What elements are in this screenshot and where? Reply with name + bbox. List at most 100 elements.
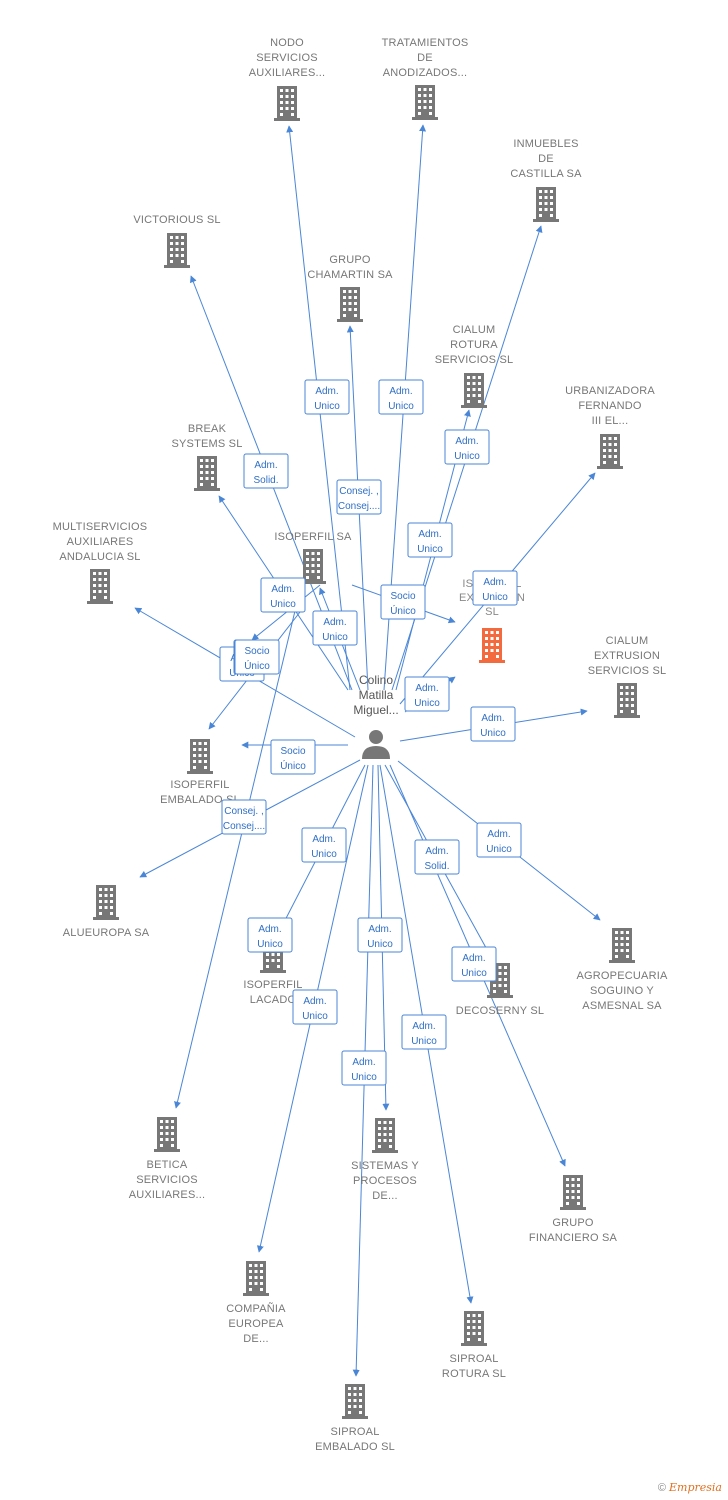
edge-label-box[interactable] <box>401 1014 447 1050</box>
building-icon[interactable] <box>187 739 213 774</box>
building-icon[interactable] <box>372 1118 398 1153</box>
company-label[interactable]: AGROPECUARIA <box>576 970 667 982</box>
company-label[interactable]: GRUPO <box>552 1217 594 1229</box>
company-label[interactable]: EXTRUSION <box>594 650 660 662</box>
company-label[interactable]: SIPROAL <box>330 1426 379 1438</box>
company-label[interactable]: DE <box>538 153 554 165</box>
building-icon[interactable] <box>337 287 363 322</box>
edge-label-victorious[interactable]: Adm.Solid. <box>243 453 289 489</box>
edge-label-box[interactable] <box>407 522 453 558</box>
edge-label-box[interactable] <box>451 946 497 982</box>
building-icon[interactable] <box>609 928 635 963</box>
edge-label-break[interactable]: Adm.Unico <box>260 577 306 613</box>
company-label[interactable]: SYSTEMS SL <box>171 438 242 450</box>
building-icon[interactable] <box>274 86 300 121</box>
person-label[interactable]: Miguel... <box>353 703 398 717</box>
edge-label-siproal-embalado[interactable]: Adm.Unico <box>341 1050 387 1086</box>
center-person-node[interactable]: ColinoMatillaMiguel... <box>353 673 399 759</box>
company-label[interactable]: ISOPERFIL SA <box>274 531 352 543</box>
company-label[interactable]: FINANCIERO SA <box>529 1232 618 1244</box>
edge-label-box[interactable] <box>301 827 347 863</box>
edge-label-urbanizadora[interactable]: Adm.Unico <box>472 570 518 606</box>
company-label[interactable]: ANDALUCIA SL <box>59 551 140 563</box>
company-label[interactable]: III EL... <box>592 415 629 427</box>
company-node-grupo-financiero[interactable]: GRUPO FINANCIERO SA <box>529 1175 618 1244</box>
company-node-urbanizadora[interactable]: URBANIZADORA FERNANDO III EL... <box>565 385 655 469</box>
edge-label-box[interactable] <box>357 917 403 953</box>
company-label[interactable]: FERNANDO <box>578 400 642 412</box>
edge-label-compania[interactable]: Adm.Unico <box>292 989 338 1025</box>
company-node-sistemas[interactable]: SISTEMAS YPROCESOSDE... <box>351 1118 419 1202</box>
company-label[interactable]: COMPAÑIA <box>226 1302 286 1315</box>
company-label[interactable]: CIALUM <box>606 635 649 647</box>
edge-label-box[interactable] <box>243 453 289 489</box>
company-label[interactable]: EMBALADO SL <box>160 794 240 806</box>
building-icon[interactable] <box>533 187 559 222</box>
edge-label-tratamientos[interactable]: Adm.Unico <box>378 379 424 415</box>
edge-label-focus[interactable]: Adm.Unico <box>404 676 450 712</box>
edge-label-siproal-rotura[interactable]: Adm.Unico <box>401 1014 447 1050</box>
company-label[interactable]: ANODIZADOS... <box>383 67 468 79</box>
company-label[interactable]: SIPROAL <box>449 1353 498 1365</box>
edge-label-box[interactable] <box>312 610 358 646</box>
company-label[interactable]: URBANIZADORA <box>565 385 655 397</box>
edge-label-decoserny[interactable]: Adm.Solid. <box>414 839 460 875</box>
company-node-victorious[interactable]: VICTORIOUS SL <box>133 214 220 268</box>
company-label[interactable]: VICTORIOUS SL <box>133 214 220 226</box>
building-icon[interactable] <box>93 885 119 920</box>
building-icon[interactable] <box>243 1261 269 1296</box>
company-label[interactable]: AUXILIARES... <box>249 67 326 79</box>
company-label[interactable]: ISOPERFIL <box>243 979 302 991</box>
company-label[interactable]: EMBALADO SL <box>315 1441 395 1453</box>
company-node-siproal-rotura[interactable]: SIPROAL ROTURA SL <box>442 1311 506 1380</box>
edge-label-box[interactable] <box>414 839 460 875</box>
company-label[interactable]: TRATAMIENTOS <box>382 37 469 49</box>
company-label[interactable]: EUROPEA <box>228 1318 284 1330</box>
edge-label-sistemas[interactable]: Adm.Unico <box>357 917 403 953</box>
company-label[interactable]: INMUEBLES <box>513 138 578 150</box>
edge-label-box[interactable] <box>336 479 382 515</box>
company-node-betica[interactable]: BETICASERVICIOSAUXILIARES... <box>129 1117 206 1201</box>
company-node-alueuropa[interactable]: ALUEUROPA SA <box>63 885 150 939</box>
company-node-tratamientos[interactable]: TRATAMIENTOSDEANODIZADOS... <box>382 37 469 120</box>
person-label[interactable]: Matilla <box>359 688 394 702</box>
edge-label-box[interactable] <box>221 799 267 835</box>
building-icon[interactable] <box>461 373 487 408</box>
company-label[interactable]: SOGUINO Y <box>590 985 654 997</box>
edge-label-isoperfil-lacado[interactable]: Adm.Unico <box>301 827 347 863</box>
company-label[interactable]: AUXILIARES... <box>129 1189 206 1201</box>
edge-label-box[interactable] <box>380 584 426 620</box>
building-icon[interactable] <box>461 1311 487 1346</box>
company-label[interactable]: LACADO <box>250 994 297 1006</box>
company-label[interactable]: ROTURA <box>450 339 498 351</box>
company-label[interactable]: NODO <box>270 37 304 49</box>
edge-label-box[interactable] <box>260 577 306 613</box>
company-label[interactable]: SERVICIOS SL <box>435 354 514 366</box>
edge-label-box[interactable] <box>476 822 522 858</box>
company-label[interactable]: SERVICIOS <box>136 1174 198 1186</box>
company-label[interactable]: SERVICIOS SL <box>588 665 667 677</box>
person-label[interactable]: Colino <box>359 673 393 687</box>
edge-label-box[interactable] <box>247 917 293 953</box>
edge-label-box[interactable] <box>470 706 516 742</box>
company-label[interactable]: ROTURA SL <box>442 1368 506 1380</box>
edge-label-box[interactable] <box>444 429 490 465</box>
building-icon[interactable] <box>597 434 623 469</box>
person-icon[interactable] <box>362 730 390 759</box>
building-icon[interactable] <box>154 1117 180 1152</box>
building-icon[interactable] <box>614 683 640 718</box>
edge-label-box[interactable] <box>234 639 280 675</box>
focus-company-label[interactable]: SL <box>485 606 499 618</box>
edge-label-grupo-financiero[interactable]: Adm.Unico <box>451 946 497 982</box>
company-node-cialum-extrusion[interactable]: CIALUM EXTRUSION SERVICIOS SL <box>588 635 667 718</box>
building-icon[interactable] <box>412 85 438 120</box>
building-icon[interactable] <box>560 1175 586 1210</box>
edge-label-cialum-rotura[interactable]: Adm.Unico <box>407 522 453 558</box>
edge-label-isoperfil-sa[interactable]: Adm.Unico <box>312 610 358 646</box>
company-label[interactable]: CASTILLA SA <box>510 168 582 180</box>
